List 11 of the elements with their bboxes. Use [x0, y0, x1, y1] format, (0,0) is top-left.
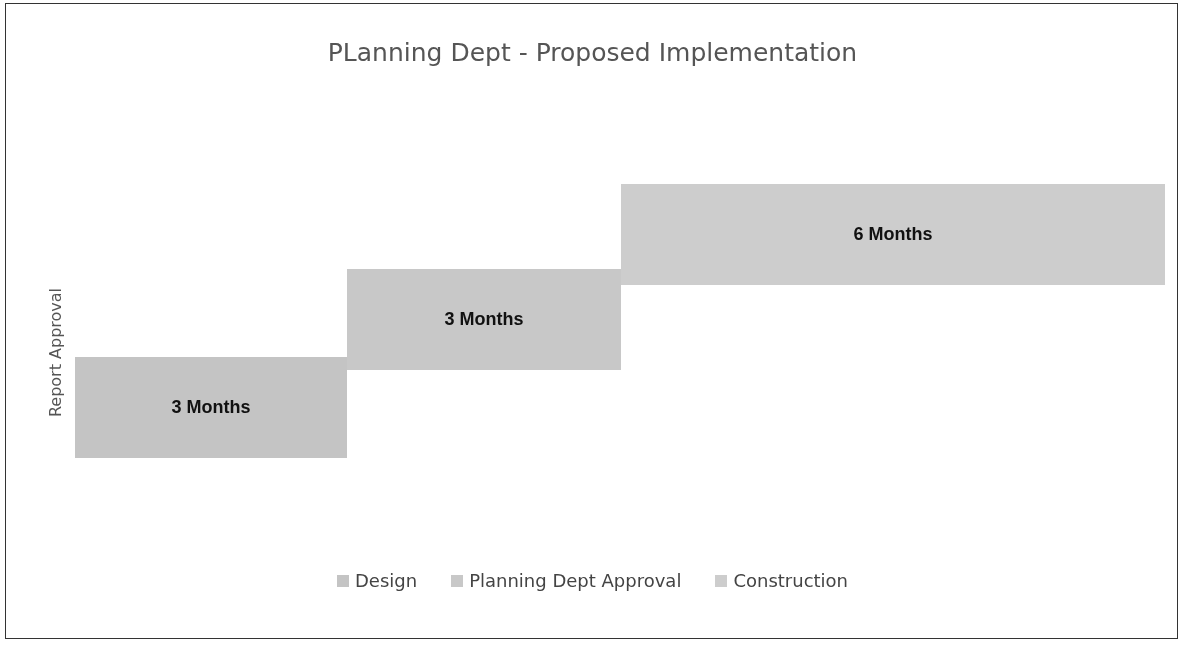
duration-label: 3 Months [444, 309, 524, 330]
gantt-bar [621, 184, 1165, 285]
gantt-bar [75, 357, 347, 458]
legend-label: Planning Dept Approval [469, 570, 682, 591]
axis-label: Report Approval [45, 286, 65, 420]
legend-label: Design [355, 570, 418, 591]
duration-label: 3 Months [171, 397, 251, 418]
duration-label: 6 Months [853, 224, 933, 245]
chart-title: PLanning Dept - Proposed Implementation [326, 38, 859, 67]
gantt-bar [347, 269, 621, 370]
legend-label: Construction [733, 570, 848, 591]
